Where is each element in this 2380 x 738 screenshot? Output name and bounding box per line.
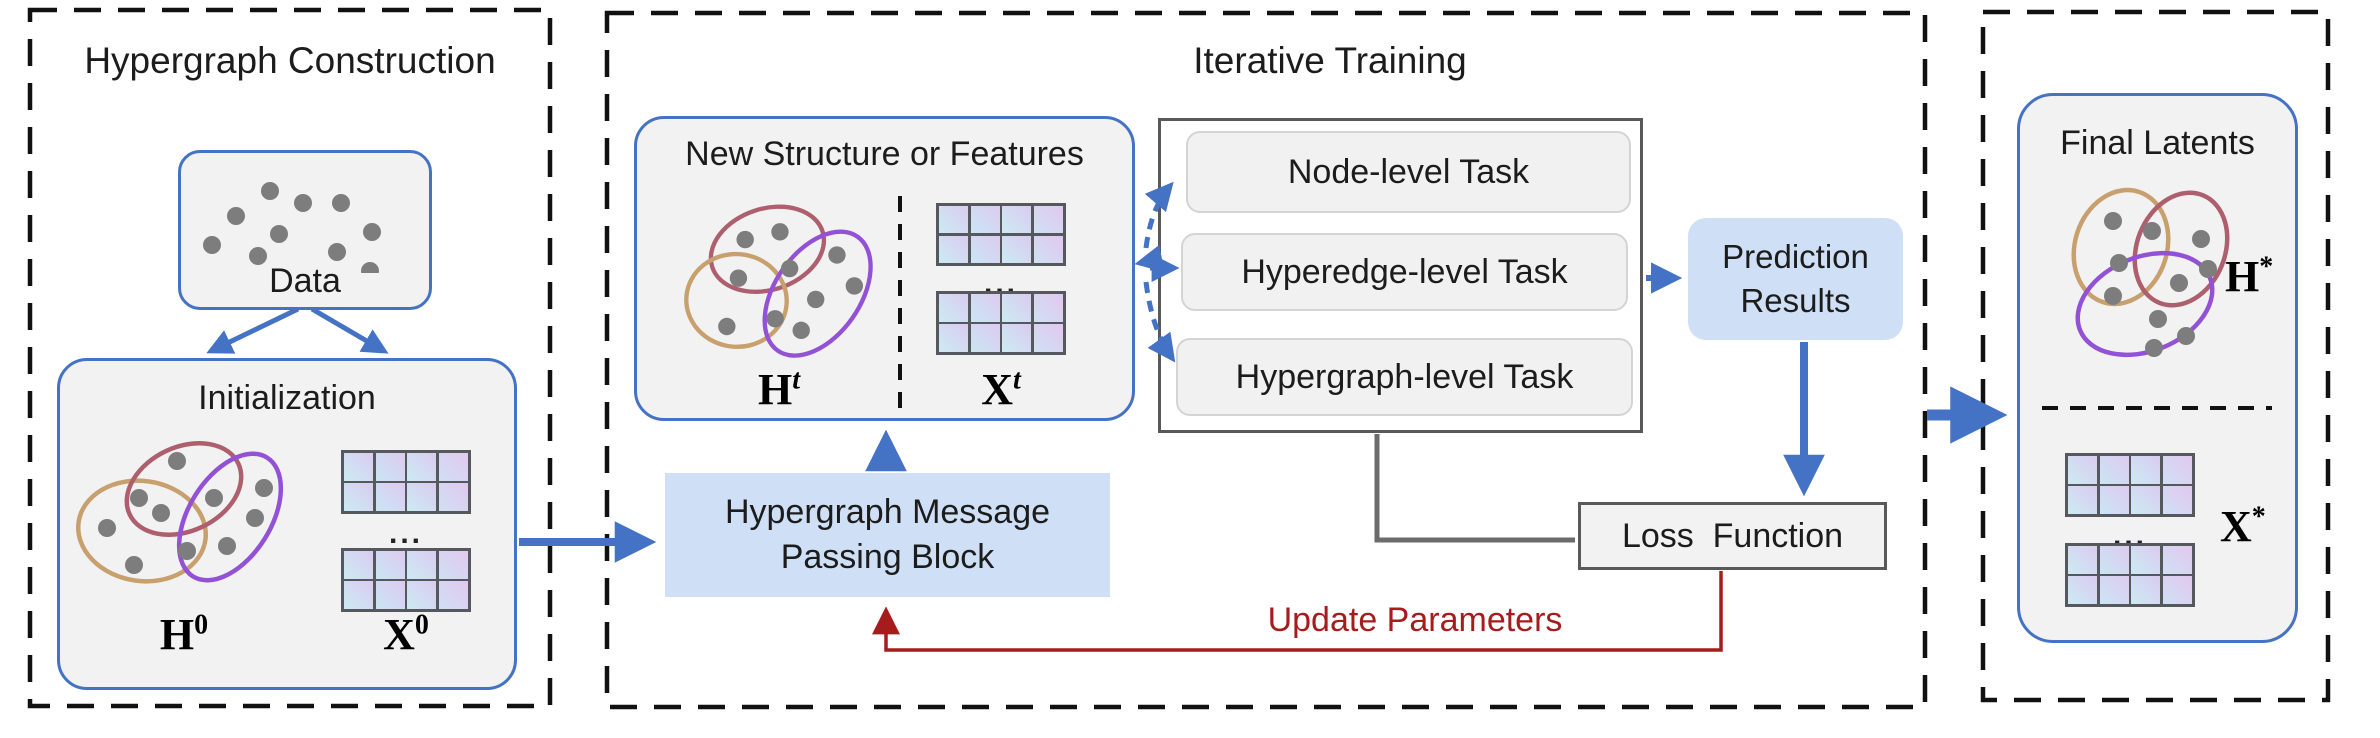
matrix-cell	[375, 551, 405, 579]
prediction-results-box: Prediction Results	[1688, 218, 1903, 340]
h0-sup: 0	[194, 609, 209, 641]
ht-label: Ht	[667, 364, 891, 415]
x0-matrix-top	[341, 450, 471, 514]
matrix-cell	[2068, 546, 2098, 574]
matrix-cell	[2162, 456, 2192, 484]
new-structure-box: New Structure or Features Ht ... Xt	[634, 116, 1135, 421]
matrix-cell	[344, 483, 374, 511]
task-node-level: Node-level Task	[1186, 131, 1631, 213]
x0-sup: 0	[414, 609, 429, 641]
data-box-label: Data	[269, 262, 341, 300]
xstar-sup: *	[2251, 501, 2266, 533]
x0-base: X	[383, 610, 415, 659]
matrix-cell	[375, 581, 405, 609]
initialization-title: Initialization	[198, 379, 376, 417]
matrix-cell	[344, 581, 374, 609]
hstar-base: H	[2225, 252, 2260, 301]
matrix-cell	[407, 581, 437, 609]
matrix-cell	[2099, 486, 2129, 514]
hypergraph-h0-icon	[75, 441, 284, 584]
data-points-icon	[203, 182, 381, 273]
xstar-matrix-bottom	[2065, 543, 2195, 607]
arrow-data-to-init-left	[206, 306, 300, 354]
matrix-cell	[2131, 486, 2161, 514]
section-title-iterative-training: Iterative Training	[1193, 40, 1467, 81]
xt-base: X	[981, 365, 1013, 414]
matrix-cell	[2099, 576, 2129, 604]
arrow-data-to-init-right	[310, 306, 389, 354]
matrix-cell	[2131, 456, 2161, 484]
matrix-cell	[407, 453, 437, 481]
tasks-box: Node-level Task Hyperedge-level Task Hyp…	[1158, 118, 1643, 433]
matrix-cell	[939, 235, 969, 263]
matrix-cell	[1033, 324, 1063, 352]
matrix-cell	[2162, 576, 2192, 604]
section-title-hypergraph-construction: Hypergraph Construction	[84, 40, 496, 81]
final-latents-title: Final Latents	[2060, 124, 2255, 162]
matrix-cell	[344, 453, 374, 481]
xt-matrix-bottom	[936, 291, 1066, 355]
initialization-box: Initialization H0 ... X0	[57, 358, 517, 690]
x0-ellipsis: ...	[388, 517, 423, 550]
matrix-cell	[1033, 294, 1063, 322]
matrix-cell	[939, 324, 969, 352]
matrix-cell	[1002, 294, 1032, 322]
matrix-cell	[939, 294, 969, 322]
matrix-cell	[970, 235, 1000, 263]
matrix-cell	[407, 551, 437, 579]
matrix-cell	[2162, 546, 2192, 574]
ht-sup: t	[792, 364, 800, 396]
xt-matrix-top	[936, 203, 1066, 266]
matrix-cell	[1002, 324, 1032, 352]
matrix-cell	[939, 206, 969, 234]
matrix-cell	[970, 294, 1000, 322]
hypergraph-hstar-icon	[2071, 187, 2230, 358]
matrix-cell	[438, 551, 468, 579]
matrix-cell	[2131, 576, 2161, 604]
matrix-cell	[438, 453, 468, 481]
task-hyperedge-level: Hyperedge-level Task	[1181, 233, 1628, 311]
hypergraph-ht-icon	[684, 204, 873, 358]
matrix-cell	[2162, 486, 2192, 514]
matrix-cell	[1033, 206, 1063, 234]
update-parameters-label: Update Parameters	[1267, 601, 1563, 639]
matrix-cell	[1002, 206, 1032, 234]
matrix-cell	[2099, 546, 2129, 574]
matrix-cell	[2068, 456, 2098, 484]
matrix-cell	[375, 453, 405, 481]
matrix-cell	[2099, 456, 2129, 484]
data-box: Data	[178, 150, 432, 310]
task-hypergraph-level: Hypergraph-level Task	[1176, 338, 1633, 416]
connector-tasks-to-loss	[1374, 434, 1575, 543]
hstar-sup: *	[2259, 251, 2274, 283]
xt-label: Xt	[936, 364, 1066, 415]
matrix-cell	[2068, 486, 2098, 514]
xstar-matrix-top	[2065, 453, 2195, 517]
new-structure-title: New Structure or Features	[685, 135, 1084, 173]
matrix-cell	[407, 483, 437, 511]
matrix-cell	[970, 206, 1000, 234]
final-latents-box: Final Latents H* ... X*	[2017, 93, 2298, 643]
arrow-tasks-to-structure	[1134, 244, 1165, 273]
matrix-cell	[2131, 546, 2161, 574]
x0-label: X0	[341, 609, 471, 660]
xstar-base: X	[2220, 502, 2252, 551]
xt-sup: t	[1013, 364, 1021, 396]
xstar-label: X*	[2220, 501, 2266, 552]
matrix-cell	[438, 483, 468, 511]
matrix-cell	[1033, 235, 1063, 263]
matrix-cell	[1002, 235, 1032, 263]
h0-label: H0	[72, 609, 296, 660]
loss-function-box: Loss Function	[1578, 502, 1887, 570]
matrix-cell	[970, 324, 1000, 352]
matrix-cell	[2068, 576, 2098, 604]
matrix-cell	[344, 551, 374, 579]
matrix-cell	[375, 483, 405, 511]
hstar-label: H*	[2225, 251, 2273, 302]
h0-base: H	[159, 610, 195, 659]
x0-matrix-bottom	[341, 548, 471, 612]
matrix-cell	[438, 581, 468, 609]
message-passing-box: Hypergraph Message Passing Block	[665, 473, 1110, 597]
ht-base: H	[757, 365, 793, 414]
